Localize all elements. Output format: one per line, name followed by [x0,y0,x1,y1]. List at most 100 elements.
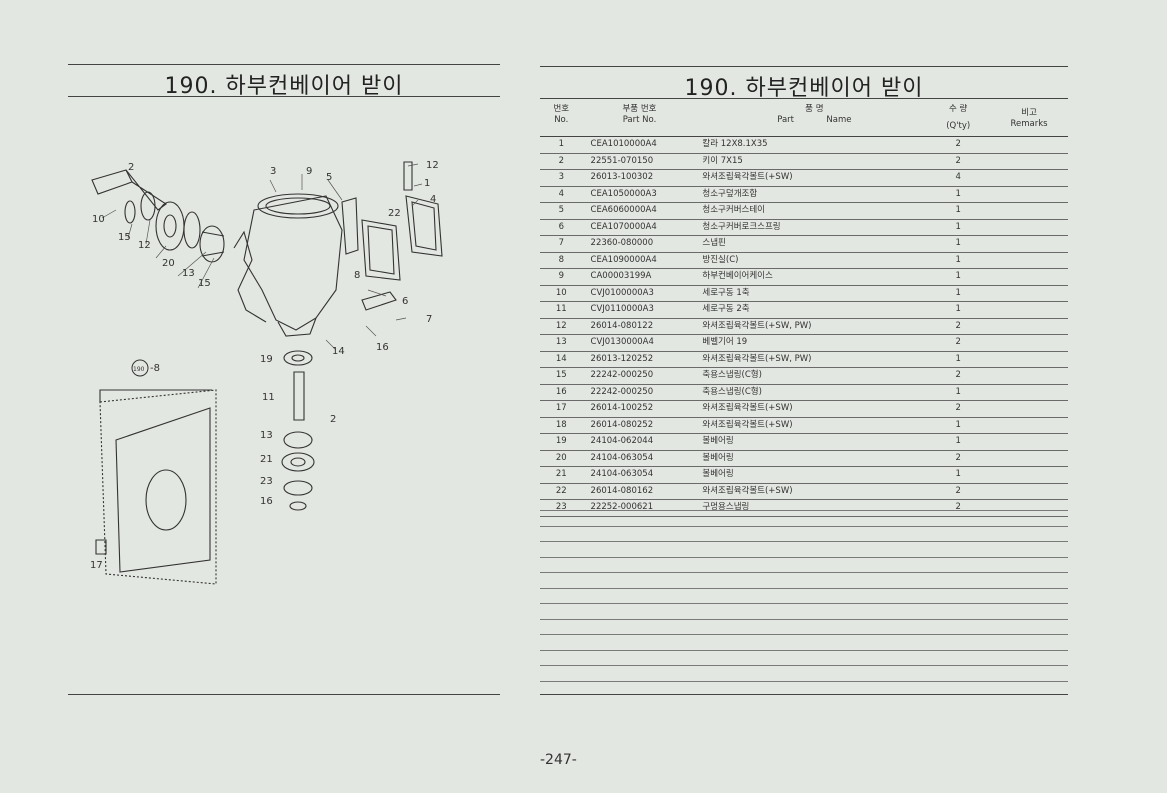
cell-remarks [990,367,1068,385]
blank-row-line [540,649,1068,651]
callout-label: 15 [118,232,131,243]
cell-no: 9 [540,268,583,286]
callout-label: 10 [92,214,105,225]
callout-label: 12 [426,160,439,171]
cell-name: 청소구덮개조합 [696,186,927,203]
cell-part-no: CEA1090000A4 [582,252,697,269]
blank-row-line [540,525,1068,527]
exploded-parts-diagram: 2 10 15 12 20 13 15 3 9 5 12 1 4 22 8 6 … [90,160,443,585]
cell-remarks [990,169,1068,187]
blank-row-line [540,587,1068,589]
cell-qty: 2 [926,153,991,170]
callout-label: 12 [138,240,151,251]
cell-no: 1 [540,136,583,154]
cell-part-no: 22242-000250 [582,384,697,401]
cell-part-no: 26014-080162 [582,483,697,500]
callout-label: 2 [330,414,336,425]
cell-name: 청소구커버스테이 [696,202,927,220]
callout-label: 2 [128,162,134,173]
callout-label: 13 [260,430,273,441]
blank-row-line [540,680,1068,682]
cell-part-no: 22360-080000 [582,235,697,253]
cell-part-no: CEA1070000A4 [582,219,697,236]
cell-remarks [990,318,1068,335]
cell-part-no: CVJ0130000A4 [582,334,697,352]
ring-part [140,191,156,221]
cell-part-no: 24104-062044 [582,433,697,451]
cell-qty: 2 [926,483,991,500]
cell-remarks [990,235,1068,253]
callout-label: 13 [182,268,195,279]
cell-qty: 4 [926,169,991,187]
cell-remarks [990,351,1068,368]
bracket-part [341,197,359,255]
cell-remarks [990,136,1068,154]
cell-qty: 1 [926,285,991,302]
blank-row-line [540,572,1068,573]
blank-row-line [540,618,1068,620]
cell-qty: 1 [926,417,991,434]
callout-label: 5 [326,172,332,183]
header-qty: 수 량(Q'ty) [926,104,991,137]
right-page-title: 190. 하부컨베이어 받이 [684,76,924,101]
cell-no: 14 [540,351,583,368]
cover-plate-part [405,195,443,257]
cell-remarks [990,252,1068,269]
callout-label: 1 [424,178,430,189]
left-top-rule [68,64,500,65]
cell-remarks [990,268,1068,286]
cell-name: 볼베어링 [696,433,927,451]
callout-label: 20 [162,258,175,269]
cell-name: 와셔조립육각볼트(+SW) [696,400,927,418]
cell-name: 스냅핀 [696,235,927,253]
cell-remarks [990,400,1068,418]
callout-label: 15 [198,278,211,289]
shaft-part [91,169,133,195]
bearing-part [155,201,185,251]
cell-remarks [990,417,1068,434]
cell-name: 구멍용스냅링 [696,499,927,517]
callout-label: 9 [306,166,312,177]
cell-qty: 2 [926,499,991,517]
cell-no: 4 [540,186,583,203]
blank-row-line [540,603,1068,604]
callout-label: 21 [260,454,273,465]
cell-qty: 2 [926,400,991,418]
cell-part-no: 22242-000250 [582,367,697,385]
cell-part-no: 24104-063054 [582,450,697,467]
cell-no: 15 [540,367,583,385]
cell-no: 6 [540,219,583,236]
cell-qty: 1 [926,186,991,203]
cell-qty: 1 [926,268,991,286]
right-top-rule [540,66,1068,67]
cell-part-no: CEA6060000A4 [582,202,697,220]
blank-row-line [540,556,1068,558]
cell-name: 세로구동 2축 [696,301,927,319]
callout-label: 19 [260,354,273,365]
cell-part-no: 24104-063054 [582,466,697,484]
cell-remarks [990,433,1068,451]
cell-no: 20 [540,450,583,467]
cell-part-no: CVJ0110000A3 [582,301,697,319]
cell-no: 3 [540,169,583,187]
cell-name: 세로구동 1축 [696,285,927,302]
cell-name: 키이 7X15 [696,153,927,170]
callout-label: 11 [262,392,275,403]
cell-part-no: CEA1010000A4 [582,136,697,154]
cell-name: 베벨기어 19 [696,334,927,352]
left-page-title: 190. 하부컨베이어 받이 [164,74,404,99]
callout-label: 16 [260,496,273,507]
callout-label: 7 [426,314,432,325]
